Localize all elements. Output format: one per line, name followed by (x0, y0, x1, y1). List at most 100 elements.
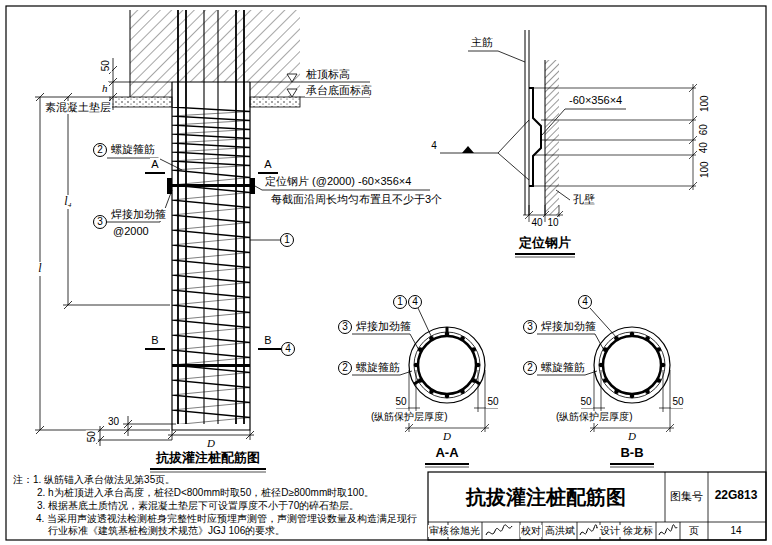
bar-dot (630, 332, 635, 337)
longitudinal-bar (204, 10, 218, 424)
callout-text: 1 (397, 297, 403, 307)
dimension-line (396, 370, 498, 432)
annotation-text: 14 (729, 525, 742, 537)
annotation-text: 焊接加劲箍 (355, 320, 412, 333)
callout-number: 1 (393, 295, 407, 309)
annotation-text: h (101, 82, 109, 95)
bar-dot (418, 378, 423, 383)
spiral-stirrup (172, 170, 250, 424)
annotation-text: 高洪斌 (544, 525, 576, 537)
bar-dot (460, 336, 465, 341)
callout-text: 4 (412, 297, 418, 307)
annotation-text: 焊接加劲箍 (110, 208, 167, 221)
pile-section (409, 327, 485, 403)
dimension-line (95, 416, 176, 446)
annotation-text: B (150, 334, 159, 347)
annotation-text: 定位钢片 (@2000) -60×356×4 (264, 175, 412, 188)
caption-underline (610, 467, 654, 468)
bar-dot (645, 390, 650, 395)
annotation-text: A (150, 158, 159, 171)
annotation-text: (纵筋保护层厚度) (555, 411, 634, 423)
annotation-text: 定位钢片 (518, 236, 572, 251)
annotation-text: 50 (486, 396, 499, 408)
annotation-text: 校对 (520, 525, 542, 537)
annotation-text: 30 (107, 416, 120, 428)
annotation-text: 40 (530, 217, 543, 229)
annotation-text: l (37, 262, 42, 276)
callout-number: 3 (93, 215, 107, 229)
callout-number: 3 (523, 320, 537, 334)
annotation-text: 承台底面标高 (305, 84, 373, 97)
positioning-plate (414, 327, 480, 384)
pile-outline (172, 82, 250, 430)
annotation-text: 100 (698, 95, 710, 114)
annotation-text: 螺旋箍筋 (540, 361, 586, 374)
section-mark (145, 173, 281, 349)
caption-underline (425, 463, 469, 465)
bar-dot (472, 347, 477, 352)
annotation-text: 4. 当采用声波透视法检测桩身完整性时应预埋声测管，声测管埋设数量及构造满足现行… (36, 513, 426, 536)
bar-dot (614, 390, 619, 395)
dimension-line (35, 93, 170, 434)
annotation-text: 审核 (428, 525, 450, 537)
leader-line (537, 308, 617, 375)
callout-text: 2 (97, 145, 103, 155)
annotation-text: 螺旋箍筋 (355, 361, 401, 374)
stiffener-ring (603, 336, 661, 394)
concrete-cushion (110, 97, 172, 107)
hole-wall-edge (545, 60, 546, 215)
weld-leader (440, 120, 529, 180)
annotation-text: 主筋 (470, 36, 494, 49)
annotation-text: B-B (619, 446, 644, 461)
bar-dots (599, 332, 666, 399)
leader-line (556, 190, 570, 200)
annotation-text: -60×356×4 (568, 94, 623, 107)
signature (580, 525, 597, 535)
annotation-text: 每截面沿周长均匀布置且不少于3个 (270, 193, 443, 206)
annotation-text: 50 (394, 396, 407, 408)
bar-dot (472, 378, 477, 383)
bar-dot (414, 363, 419, 368)
cap-edge (130, 10, 131, 97)
bar-dot (661, 363, 666, 368)
annotation-text: 10 (546, 217, 559, 229)
pile-head (172, 82, 250, 97)
annotation-text: D (442, 430, 452, 443)
leader-line (107, 190, 172, 222)
leader-line (542, 109, 626, 135)
signature (486, 525, 512, 535)
bar-dots (414, 332, 481, 399)
annotation-text: 素混凝土垫层 (44, 101, 112, 114)
weld-symbol (462, 146, 474, 153)
callout-number: 2 (93, 143, 107, 157)
leader-line (468, 51, 525, 62)
annotation-text: @2000 (112, 225, 150, 238)
dimension-line (63, 93, 170, 309)
annotation-text: 注：1. 纵筋锚入承台做法见第35页。 (12, 474, 176, 486)
callout-text: 3 (527, 322, 533, 332)
bar-dot (630, 394, 635, 399)
title-block (428, 472, 766, 540)
sheet-frame (6, 6, 766, 540)
callout-text: 2 (527, 363, 533, 373)
title-block-grid (428, 472, 766, 540)
annotation-text: 孔壁 (572, 193, 596, 206)
callout-text: 4 (582, 297, 588, 307)
annotation-text: 桩顶标高 (305, 68, 351, 81)
annotation-text: 图集号 (669, 490, 704, 503)
annotation-text: 40 (698, 141, 710, 154)
annotation-text: B (263, 334, 272, 347)
concrete-cushion (250, 97, 300, 107)
stiffener-ring (418, 336, 476, 394)
pile-cap-hatch (130, 10, 300, 97)
bar-dot (599, 363, 604, 368)
bar-dot (445, 332, 450, 337)
bar-dot (614, 336, 619, 341)
callout-number: 1 (280, 233, 294, 247)
callout-number: 2 (523, 361, 537, 375)
caption-underline (515, 257, 575, 258)
annotation-text: 4 (430, 140, 438, 152)
annotation-text: 60 (698, 123, 710, 136)
